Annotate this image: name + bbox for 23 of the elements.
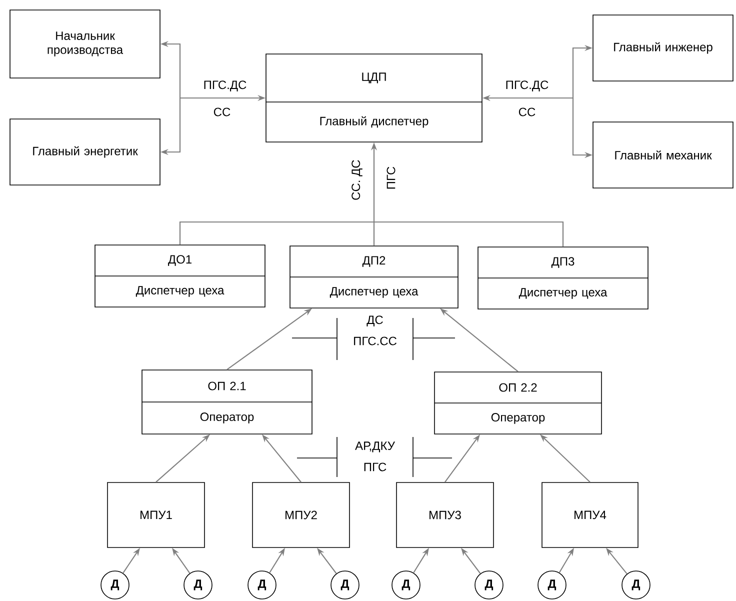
process-box: Главный инженер [592,14,734,82]
signal-label: СС [214,108,230,116]
signal-label: ПГС.СС [354,336,397,346]
signal-label: ПГС [386,166,396,189]
process-box: ДП2 Диспетчер цеха [290,246,458,308]
process-box: Начальник производства [10,10,160,78]
edge-label: ПГС.ДС [202,80,248,92]
process-box: МПУ1 [107,482,205,548]
process-box: Главный энергетик [10,118,160,186]
process-box: ЦДП Главный диспетчер [266,54,482,142]
process-box: ОП 2.2 Оператор [434,372,602,434]
process-box: ОП 2.1 Оператор [142,370,312,434]
signal-label: АР,ДКУ [355,442,396,452]
edge-label: СС. ДС [350,158,364,202]
process-box: ДО1 Диспетчер цеха [94,244,266,308]
edge-label: ПГС.ДС [504,80,550,92]
process-box: МПУ4 [542,482,638,548]
signal-label: СС [518,108,536,116]
process-box: МПУ2 [252,482,350,548]
signal-label: ПГС [364,462,386,472]
process-box: Главный механик [592,122,734,188]
process-box: МПУ3 [396,482,494,548]
process-box: ДП3 Диспетчер цеха [478,246,648,310]
